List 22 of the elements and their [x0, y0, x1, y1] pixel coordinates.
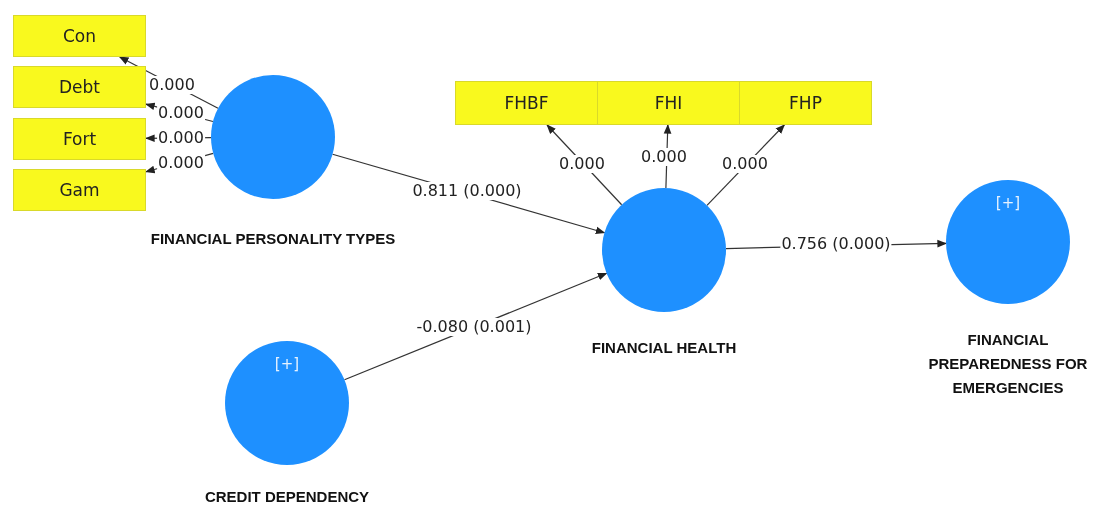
construct-label: FINANCIAL HEALTH: [591, 338, 737, 358]
edge-label: 0.000: [640, 148, 688, 166]
construct-label: CREDIT DEPENDENCY: [204, 487, 370, 506]
edge-label: 0.811 (0.000): [411, 182, 523, 200]
edge-label: -0.080 (0.001): [415, 318, 533, 336]
edge-label: 0.000: [721, 155, 769, 173]
edge-label: 0.000: [157, 154, 205, 172]
indicator-box: FHI: [597, 81, 740, 125]
indicator-box: Debt: [13, 66, 146, 108]
indicator-box: Con: [13, 15, 146, 57]
edge-label: 0.000: [558, 155, 606, 173]
construct-label: FINANCIAL PREPAREDNESS FOR EMERGENCIES: [927, 330, 1089, 398]
indicator-box: Gam: [13, 169, 146, 211]
expand-marker: [+]: [273, 355, 301, 373]
edge-label: 0.000: [148, 76, 196, 94]
expand-marker: [+]: [994, 194, 1022, 212]
edge-label: 0.000: [157, 104, 205, 122]
edge-label: 0.756 (0.000): [780, 235, 892, 253]
indicator-box: FHBF: [455, 81, 598, 125]
construct-label: FINANCIAL PERSONALITY TYPES: [150, 229, 396, 249]
indicator-box: FHP: [739, 81, 872, 125]
indicator-box: Fort: [13, 118, 146, 160]
